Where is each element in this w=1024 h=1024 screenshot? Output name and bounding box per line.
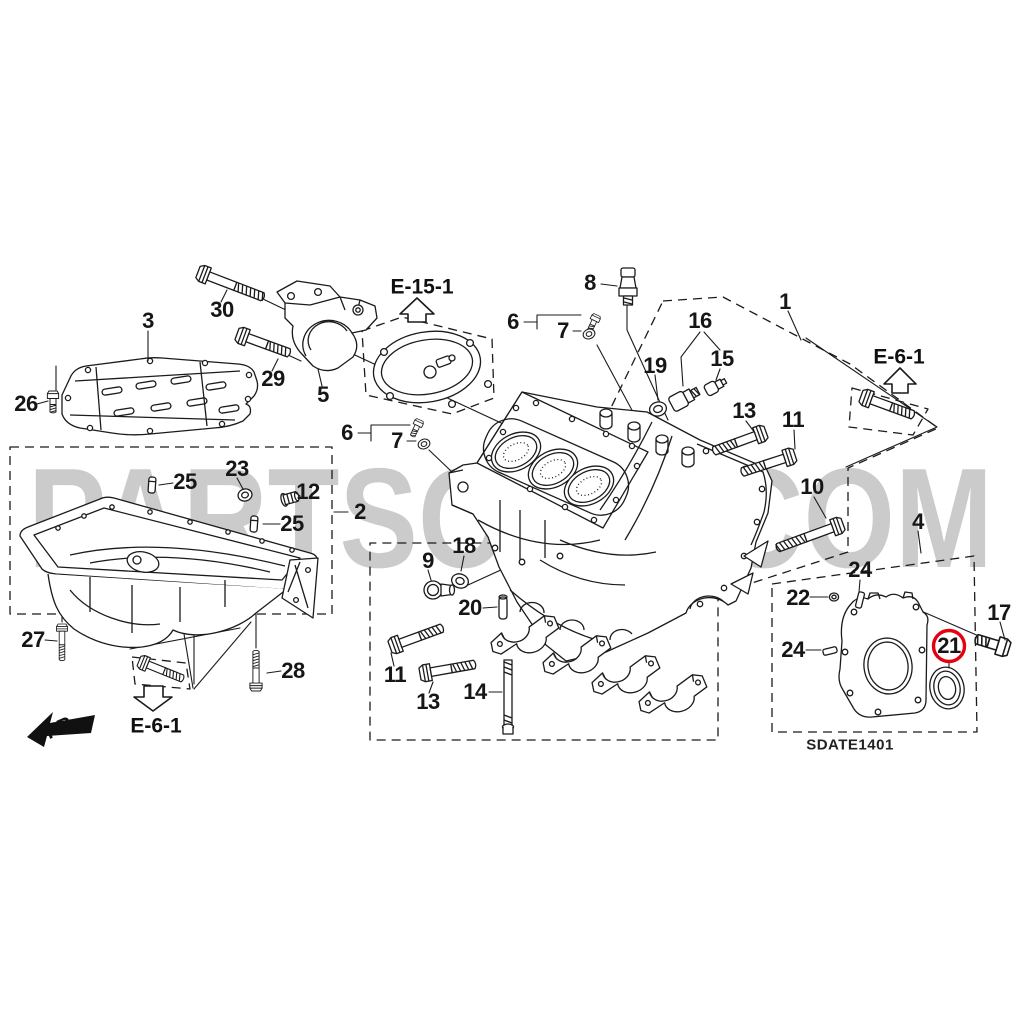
callout-7-b[interactable]: 7 (391, 428, 403, 453)
callout-2[interactable]: 2 (354, 499, 366, 524)
leader-lines (36, 283, 1006, 694)
callout-14[interactable]: 14 (463, 679, 487, 704)
ref-link-e6-1-bottom[interactable]: E-6-1 (130, 714, 182, 738)
small-bolt-6b (407, 417, 425, 439)
pin-24b (822, 646, 838, 656)
grommet-19 (648, 401, 668, 417)
oil-pan-drawing (19, 496, 319, 649)
callout-10[interactable]: 10 (800, 474, 824, 499)
callout-25-a[interactable]: 25 (173, 469, 197, 494)
callout-21-selected[interactable]: 21 (937, 633, 961, 658)
callout-7-a[interactable]: 7 (557, 318, 569, 343)
callout-22[interactable]: 22 (786, 585, 810, 610)
callout-11-a[interactable]: 11 (781, 407, 805, 432)
stud-bolt-14 (501, 659, 515, 735)
ref-link-e15-1[interactable]: E-15-1 (390, 275, 454, 299)
callout-1[interactable]: 1 (779, 289, 791, 314)
plug-9 (423, 580, 456, 600)
callout-26[interactable]: 26 (14, 391, 38, 416)
callout-30[interactable]: 30 (210, 297, 234, 322)
dowel-20 (498, 594, 508, 620)
callout-15[interactable]: 15 (710, 346, 734, 371)
mount-bracket-drawing (276, 280, 378, 372)
callout-27[interactable]: 27 (21, 627, 45, 652)
callout-23[interactable]: 23 (225, 456, 249, 481)
e15-1-arrow-icon (399, 297, 435, 323)
dowel-25b (249, 515, 259, 533)
callout-18[interactable]: 18 (452, 533, 476, 558)
baffle-plate-drawing (61, 357, 259, 436)
markers (27, 297, 967, 747)
sensor-8 (618, 267, 638, 306)
callout-19[interactable]: 19 (643, 353, 667, 378)
ref-link-e6-1-right[interactable]: E-6-1 (873, 345, 925, 369)
callout-9[interactable]: 9 (422, 548, 434, 573)
e6-1-bottom-arrow-icon (133, 685, 173, 712)
washer-7a (581, 326, 597, 342)
callout-24-b[interactable]: 24 (781, 637, 805, 662)
callout-25-b[interactable]: 25 (280, 511, 304, 536)
callout-29[interactable]: 29 (261, 366, 285, 391)
callout-13-a[interactable]: 13 (732, 398, 756, 423)
callout-6-b[interactable]: 6 (341, 420, 353, 445)
callout-3[interactable]: 3 (142, 308, 154, 333)
callout-16[interactable]: 16 (688, 308, 712, 333)
callout-4[interactable]: 4 (912, 509, 924, 534)
oil-seal-drawing (929, 666, 965, 710)
e6-1-right-arrow-icon (883, 367, 917, 394)
washer-18 (450, 573, 470, 589)
dowel-25a (147, 476, 157, 494)
diagram-code: SDATE1401 (806, 736, 894, 754)
bearing-caps-drawing (486, 612, 713, 735)
callout-6-a[interactable]: 6 (507, 309, 519, 334)
callout-24-a[interactable]: 24 (848, 557, 872, 582)
gasket-drawing (372, 330, 493, 409)
seal-plate-drawing (838, 591, 965, 718)
cylinder-block-drawing (448, 391, 773, 662)
plug-12 (280, 490, 300, 507)
callout-8[interactable]: 8 (584, 270, 596, 295)
highlight-circle (931, 628, 967, 664)
callout-17[interactable]: 17 (987, 600, 1011, 625)
callout-12[interactable]: 12 (296, 479, 320, 504)
ring-22 (828, 592, 840, 602)
washer-23 (237, 488, 253, 502)
front-direction-arrow-icon (27, 712, 95, 747)
sensor-16 (668, 386, 701, 412)
pin-24a (854, 591, 866, 609)
callout-28[interactable]: 28 (281, 658, 305, 683)
callout-5[interactable]: 5 (317, 382, 329, 407)
sensor-15 (703, 378, 728, 397)
small-parts-drawing (147, 267, 866, 656)
callout-13-b[interactable]: 13 (416, 689, 440, 714)
callout-11-b[interactable]: 11 (383, 662, 407, 687)
callout-20[interactable]: 20 (458, 595, 482, 620)
